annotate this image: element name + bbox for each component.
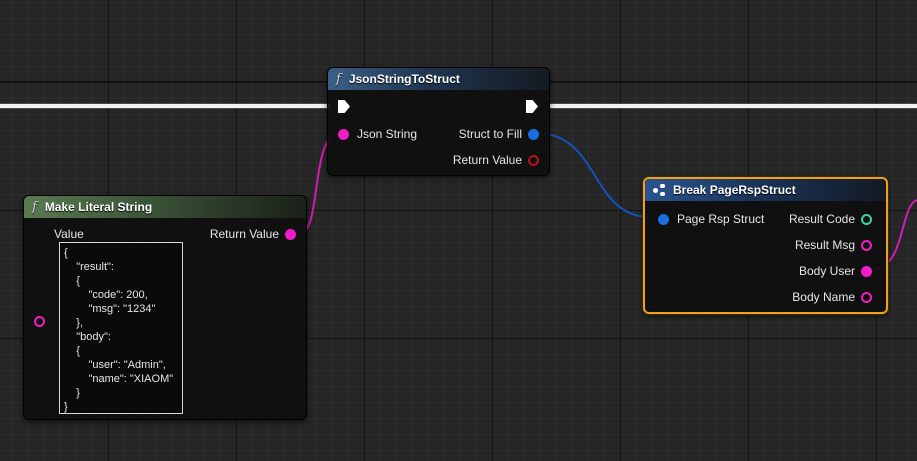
struct-pin-icon[interactable]	[528, 128, 539, 140]
struct-wire	[535, 132, 651, 218]
pin-label: Struct to Fill	[458, 127, 522, 141]
node-make-literal-string[interactable]: f Make Literal String Value Return Value…	[23, 195, 307, 420]
pin-arrow-icon	[349, 132, 356, 137]
node-header[interactable]: f Make Literal String	[24, 196, 306, 218]
literal-value-textbox[interactable]: { "result": { "code": 200, "msg": "1234"…	[59, 242, 183, 414]
node-title: JsonStringToStruct	[348, 72, 460, 86]
pin-row-struct-to-fill[interactable]: Struct to Fill	[459, 125, 539, 143]
int-pin-icon[interactable]	[861, 213, 872, 225]
struct-pin-icon[interactable]	[658, 213, 669, 225]
value-label: Value	[54, 227, 84, 241]
pin-row-value-input[interactable]	[34, 312, 45, 330]
pin-label: Body User	[798, 264, 855, 278]
exec-wire-out	[550, 104, 917, 108]
string-pin-icon[interactable]	[861, 265, 872, 277]
pin-row-body-user[interactable]: Body User	[799, 262, 872, 280]
node-header[interactable]: Break PageRspStruct	[645, 179, 886, 201]
pin-label: Return Value	[452, 153, 522, 167]
pin-row-body-name[interactable]: Body Name	[792, 288, 872, 306]
pin-row-result-msg[interactable]: Result Msg	[795, 236, 872, 254]
pin-row-page-rsp-struct[interactable]: Page Rsp Struct	[658, 210, 764, 228]
pin-row-json-string[interactable]: Json String	[338, 125, 417, 143]
node-json-string-to-struct[interactable]: f JsonStringToStruct Json String Struct …	[327, 67, 550, 176]
string-pin-icon[interactable]	[861, 239, 872, 251]
node-header[interactable]: f JsonStringToStruct	[328, 68, 549, 90]
string-pin-icon[interactable]	[34, 315, 45, 327]
value-label-row: Value	[54, 225, 84, 243]
pin-label: Page Rsp Struct	[677, 212, 765, 226]
exec-in-pin[interactable]	[338, 100, 350, 113]
node-title: Make Literal String	[44, 200, 153, 214]
pin-label: Json String	[357, 127, 418, 141]
bool-pin-icon[interactable]	[528, 154, 539, 166]
pin-row-result-code[interactable]: Result Code	[789, 210, 872, 228]
break-struct-icon	[653, 184, 666, 196]
pin-label: Result Code	[788, 212, 855, 226]
function-icon: f	[32, 199, 37, 215]
pin-label: Body Name	[792, 290, 855, 304]
exec-wire-in	[0, 104, 330, 108]
string-pin-icon[interactable]	[861, 291, 872, 303]
pin-label: Return Value	[209, 227, 279, 241]
pin-label: Result Msg	[794, 238, 855, 252]
pin-row-return-value[interactable]: Return Value	[210, 225, 296, 243]
string-pin-icon[interactable]	[338, 128, 349, 140]
node-break-page-rsp-struct[interactable]: Break PageRspStruct Page Rsp Struct Resu…	[643, 177, 888, 314]
node-title: Break PageRspStruct	[673, 183, 796, 197]
string-pin-icon[interactable]	[285, 228, 296, 240]
function-icon: f	[336, 71, 341, 87]
pin-row-return-value[interactable]: Return Value	[453, 151, 539, 169]
exec-out-pin[interactable]	[526, 100, 538, 113]
